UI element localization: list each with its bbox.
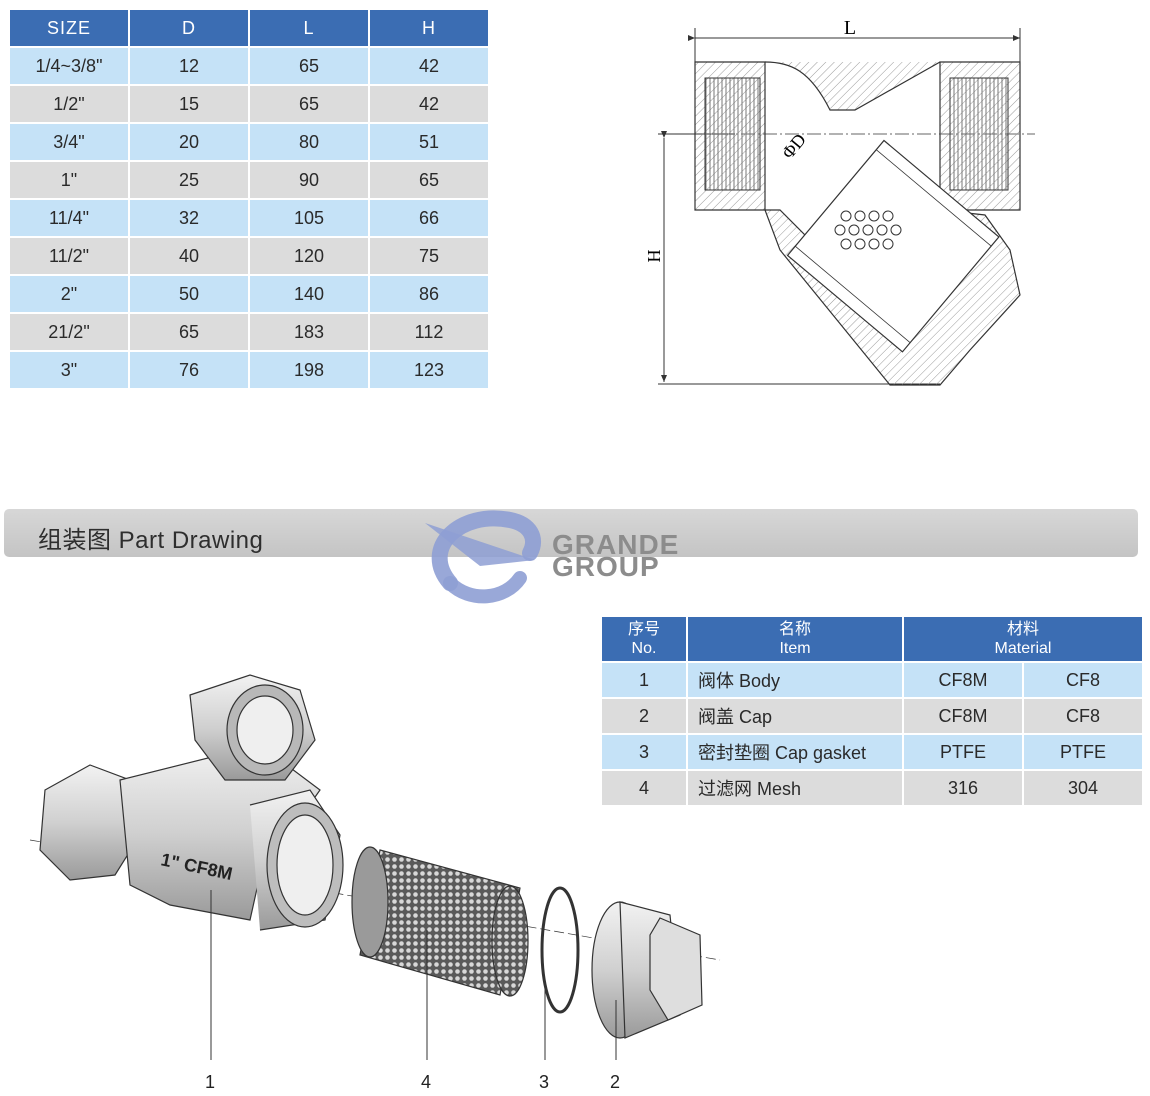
table-cell: 65 <box>130 314 248 350</box>
table-cell: 140 <box>250 276 368 312</box>
header-l: L <box>250 10 368 46</box>
table-cell: 20 <box>130 124 248 160</box>
table-cell: 198 <box>250 352 368 388</box>
grande-group-logo: GRANDE GROUP <box>425 510 679 604</box>
part-body: 1" CF8M <box>39 674 344 931</box>
table-cell: 112 <box>370 314 488 350</box>
table-cell: 120 <box>250 238 368 274</box>
table-cell: 11/2" <box>10 238 128 274</box>
table-cell: CF8M <box>904 663 1022 697</box>
table-cell: 65 <box>370 162 488 198</box>
table-cell: 123 <box>370 352 488 388</box>
callout-4: 4 <box>421 1072 432 1092</box>
table-cell: 15 <box>130 86 248 122</box>
table-cell: PTFE <box>904 735 1022 769</box>
table-cell: 183 <box>250 314 368 350</box>
table-cell: 密封垫圈 Cap gasket <box>688 735 902 769</box>
table-cell: 304 <box>1024 771 1142 805</box>
table-cell: 105 <box>250 200 368 236</box>
strainer-dimension-drawing: L H ΦD <box>644 17 1035 386</box>
table-cell: 阀盖 Cap <box>688 699 902 733</box>
part-cap <box>591 901 703 1039</box>
table-cell: CF8 <box>1024 699 1142 733</box>
table-cell: 3 <box>602 735 686 769</box>
table-cell: 42 <box>370 48 488 84</box>
callout-1: 1 <box>205 1072 216 1092</box>
table-cell: 21/2" <box>10 314 128 350</box>
table-cell: 3/4" <box>10 124 128 160</box>
logo-line2: GROUP <box>552 551 660 582</box>
callout-2: 2 <box>610 1072 621 1092</box>
table-cell: PTFE <box>1024 735 1142 769</box>
table-cell: 过滤网 Mesh <box>688 771 902 805</box>
header-h: H <box>370 10 488 46</box>
part-gasket <box>540 886 580 1014</box>
table-cell: 32 <box>130 200 248 236</box>
section-header-bar: 组装图 Part Drawing <box>4 509 1138 557</box>
table-cell: 1" <box>10 162 128 198</box>
table-cell: 65 <box>250 48 368 84</box>
table-cell: 3" <box>10 352 128 388</box>
callout-3: 3 <box>539 1072 550 1092</box>
part-mesh <box>351 846 529 997</box>
table-cell: CF8 <box>1024 663 1142 697</box>
table-cell: 1 <box>602 663 686 697</box>
table-cell: 11/4" <box>10 200 128 236</box>
table-cell: 51 <box>370 124 488 160</box>
table-cell: 12 <box>130 48 248 84</box>
table-cell: 316 <box>904 771 1022 805</box>
table-cell: 86 <box>370 276 488 312</box>
table-cell: 1/4~3/8" <box>10 48 128 84</box>
label-h: H <box>644 250 664 263</box>
header-d: D <box>130 10 248 46</box>
table-cell: 25 <box>130 162 248 198</box>
section-title: 组装图 Part Drawing <box>38 527 264 554</box>
label-phi-d: ΦD <box>778 130 810 163</box>
table-cell: 42 <box>370 86 488 122</box>
table-cell: 2" <box>10 276 128 312</box>
table-cell: 66 <box>370 200 488 236</box>
table-cell: 90 <box>250 162 368 198</box>
table-cell: 80 <box>250 124 368 160</box>
table-cell: 50 <box>130 276 248 312</box>
table-cell: 2 <box>602 699 686 733</box>
label-l: L <box>844 17 856 39</box>
table-cell: 40 <box>130 238 248 274</box>
table-cell: CF8M <box>904 699 1022 733</box>
size-table-header: SIZE D L H <box>10 10 488 46</box>
table-cell: 75 <box>370 238 488 274</box>
table-cell: 4 <box>602 771 686 805</box>
table-cell: 1/2" <box>10 86 128 122</box>
logo-line1: GRANDE <box>552 529 679 560</box>
logo-mark-icon <box>425 510 542 604</box>
header-size: SIZE <box>10 10 128 46</box>
table-cell: 阀体 Body <box>688 663 902 697</box>
table-cell: 76 <box>130 352 248 388</box>
table-cell: 65 <box>250 86 368 122</box>
exploded-part-drawing: 1" CF8M <box>29 674 721 1060</box>
